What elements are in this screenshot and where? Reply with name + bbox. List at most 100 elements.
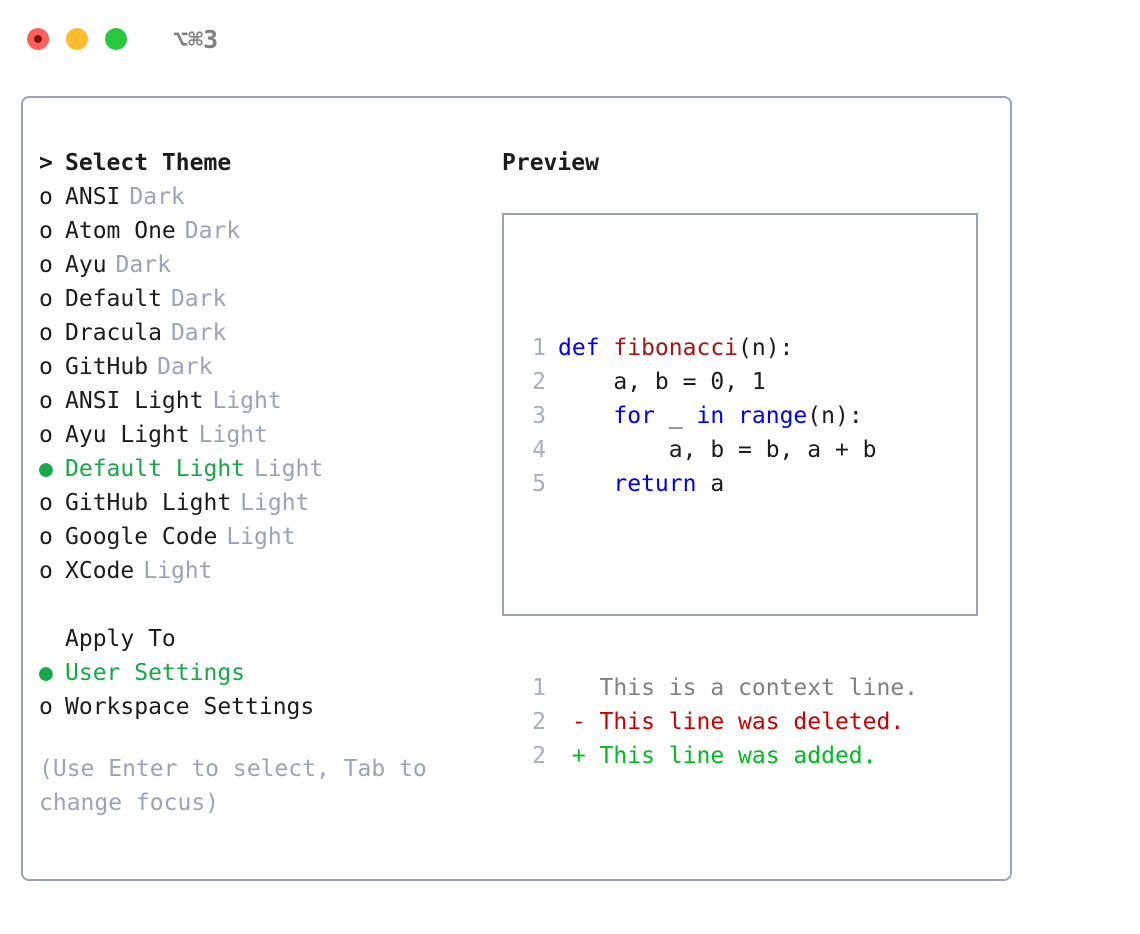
cursor-icon: > xyxy=(39,150,67,176)
line-number: 2 xyxy=(532,709,546,735)
select-theme-title: Select Theme xyxy=(65,150,232,176)
code-token: fibonacci xyxy=(613,335,739,361)
code-token: a xyxy=(696,471,725,497)
code-token: def xyxy=(558,335,614,361)
line-number: 2 xyxy=(532,743,546,769)
code-token xyxy=(724,399,738,433)
code-token xyxy=(558,399,613,433)
radio-unselected-icon[interactable]: o xyxy=(39,694,67,720)
radio-unselected-icon[interactable]: o xyxy=(39,490,67,516)
radio-selected-icon[interactable]: ● xyxy=(39,456,67,482)
select-theme-header: > Select Theme xyxy=(39,146,489,180)
theme-list-item[interactable]: o Ayu Light Light xyxy=(39,418,489,452)
theme-variant-badge: Light xyxy=(240,490,310,516)
apply-to-title: Apply To xyxy=(65,626,176,652)
radio-unselected-icon[interactable]: o xyxy=(39,422,67,448)
code-token: This is a context line. xyxy=(558,675,919,701)
code-token: in xyxy=(696,403,725,429)
list-spacer xyxy=(39,588,489,622)
code-line: 5 return a xyxy=(516,467,918,501)
theme-variant-badge: Dark xyxy=(129,184,185,210)
theme-variant-badge: Light xyxy=(226,524,296,550)
theme-name-label: XCode xyxy=(65,558,135,584)
theme-name-label: Ayu xyxy=(65,252,107,278)
preview-title: Preview xyxy=(502,150,599,176)
close-window-button[interactable] xyxy=(27,28,49,50)
theme-name-label: Ayu Light xyxy=(65,422,190,448)
theme-variant-badge: Dark xyxy=(170,286,227,312)
code-line: 3 for _ in range(n): xyxy=(516,399,918,433)
apply-to-label: Workspace Settings xyxy=(65,694,315,720)
radio-unselected-icon[interactable]: o xyxy=(39,524,67,550)
code-token: - This line was deleted. xyxy=(558,709,905,735)
maximize-window-button[interactable] xyxy=(105,28,127,50)
line-number: 1 xyxy=(532,675,546,701)
line-number: 5 xyxy=(532,471,546,497)
theme-list-item[interactable]: o Ayu Dark xyxy=(39,248,489,282)
window-controls xyxy=(27,28,127,50)
radio-unselected-icon[interactable]: o xyxy=(39,388,67,414)
theme-name-label: Default Light xyxy=(65,456,246,482)
theme-list-item[interactable]: o GitHub Dark xyxy=(39,350,489,384)
radio-unselected-icon[interactable]: o xyxy=(39,218,67,244)
theme-variant-badge: Dark xyxy=(157,354,213,380)
code-token: + This line was added. xyxy=(558,743,877,769)
theme-variant-badge: Light xyxy=(254,456,324,482)
code-token: a, b = b, a + b xyxy=(558,437,877,463)
theme-list-item[interactable]: o XCode Light xyxy=(39,554,489,588)
code-line: 2 a, b = 0, 1 xyxy=(516,365,918,399)
theme-name-label: ANSI Light xyxy=(65,388,204,414)
radio-unselected-icon[interactable]: o xyxy=(39,286,67,312)
theme-list-item[interactable]: ● Default Light Light xyxy=(39,452,489,486)
theme-list-item[interactable]: o Google Code Light xyxy=(39,520,489,554)
theme-variant-badge: Dark xyxy=(170,320,227,346)
theme-name-label: GitHub xyxy=(65,354,149,380)
minimize-window-button[interactable] xyxy=(66,28,88,50)
code-line: 4 a, b = b, a + b xyxy=(516,433,918,467)
radio-unselected-icon[interactable]: o xyxy=(39,252,67,278)
keyboard-shortcut-label: ⌥⌘3 xyxy=(173,24,219,54)
code-token: for xyxy=(613,403,655,429)
line-number: 2 xyxy=(532,369,546,395)
code-token: range xyxy=(738,403,808,429)
diff-line: 2 - This line was deleted. xyxy=(516,705,918,739)
theme-list-item[interactable]: o Dracula Dark xyxy=(39,316,489,350)
code-token: (n): xyxy=(738,335,794,361)
theme-name-label: Dracula xyxy=(65,320,162,346)
apply-to-item[interactable]: ● User Settings xyxy=(39,656,489,690)
theme-variant-badge: Dark xyxy=(115,252,171,278)
theme-variant-badge: Light xyxy=(198,422,268,448)
keyboard-hint: (Use Enter to select, Tab to change focu… xyxy=(39,756,441,816)
radio-unselected-icon[interactable]: o xyxy=(39,354,67,380)
title-bar: ⌥⌘3 xyxy=(0,0,1140,78)
line-number: 4 xyxy=(532,437,546,463)
theme-variant-badge: Light xyxy=(143,558,213,584)
apply-to-item[interactable]: o Workspace Settings xyxy=(39,690,489,724)
line-number: 3 xyxy=(532,403,546,429)
theme-variant-badge: Light xyxy=(212,388,282,414)
radio-unselected-icon[interactable]: o xyxy=(39,558,67,584)
radio-unselected-icon[interactable]: o xyxy=(39,320,67,346)
theme-list-item[interactable]: o ANSI Light Light xyxy=(39,384,489,418)
theme-name-label: Atom One xyxy=(65,218,176,244)
radio-unselected-icon[interactable]: o xyxy=(39,184,67,210)
code-token: (n): xyxy=(807,403,863,429)
theme-list-item[interactable]: o ANSI Dark xyxy=(39,180,489,214)
radio-selected-icon[interactable]: ● xyxy=(39,660,67,686)
diff-line: 1 This is a context line. xyxy=(516,671,918,705)
theme-name-label: ANSI xyxy=(65,184,121,210)
code-token: a, b = 0, 1 xyxy=(558,369,766,395)
theme-name-label: Google Code xyxy=(65,524,218,550)
diff-sample: 1 This is a context line.2 - This line w… xyxy=(516,671,918,773)
diff-line: 2 + This line was added. xyxy=(516,739,918,773)
